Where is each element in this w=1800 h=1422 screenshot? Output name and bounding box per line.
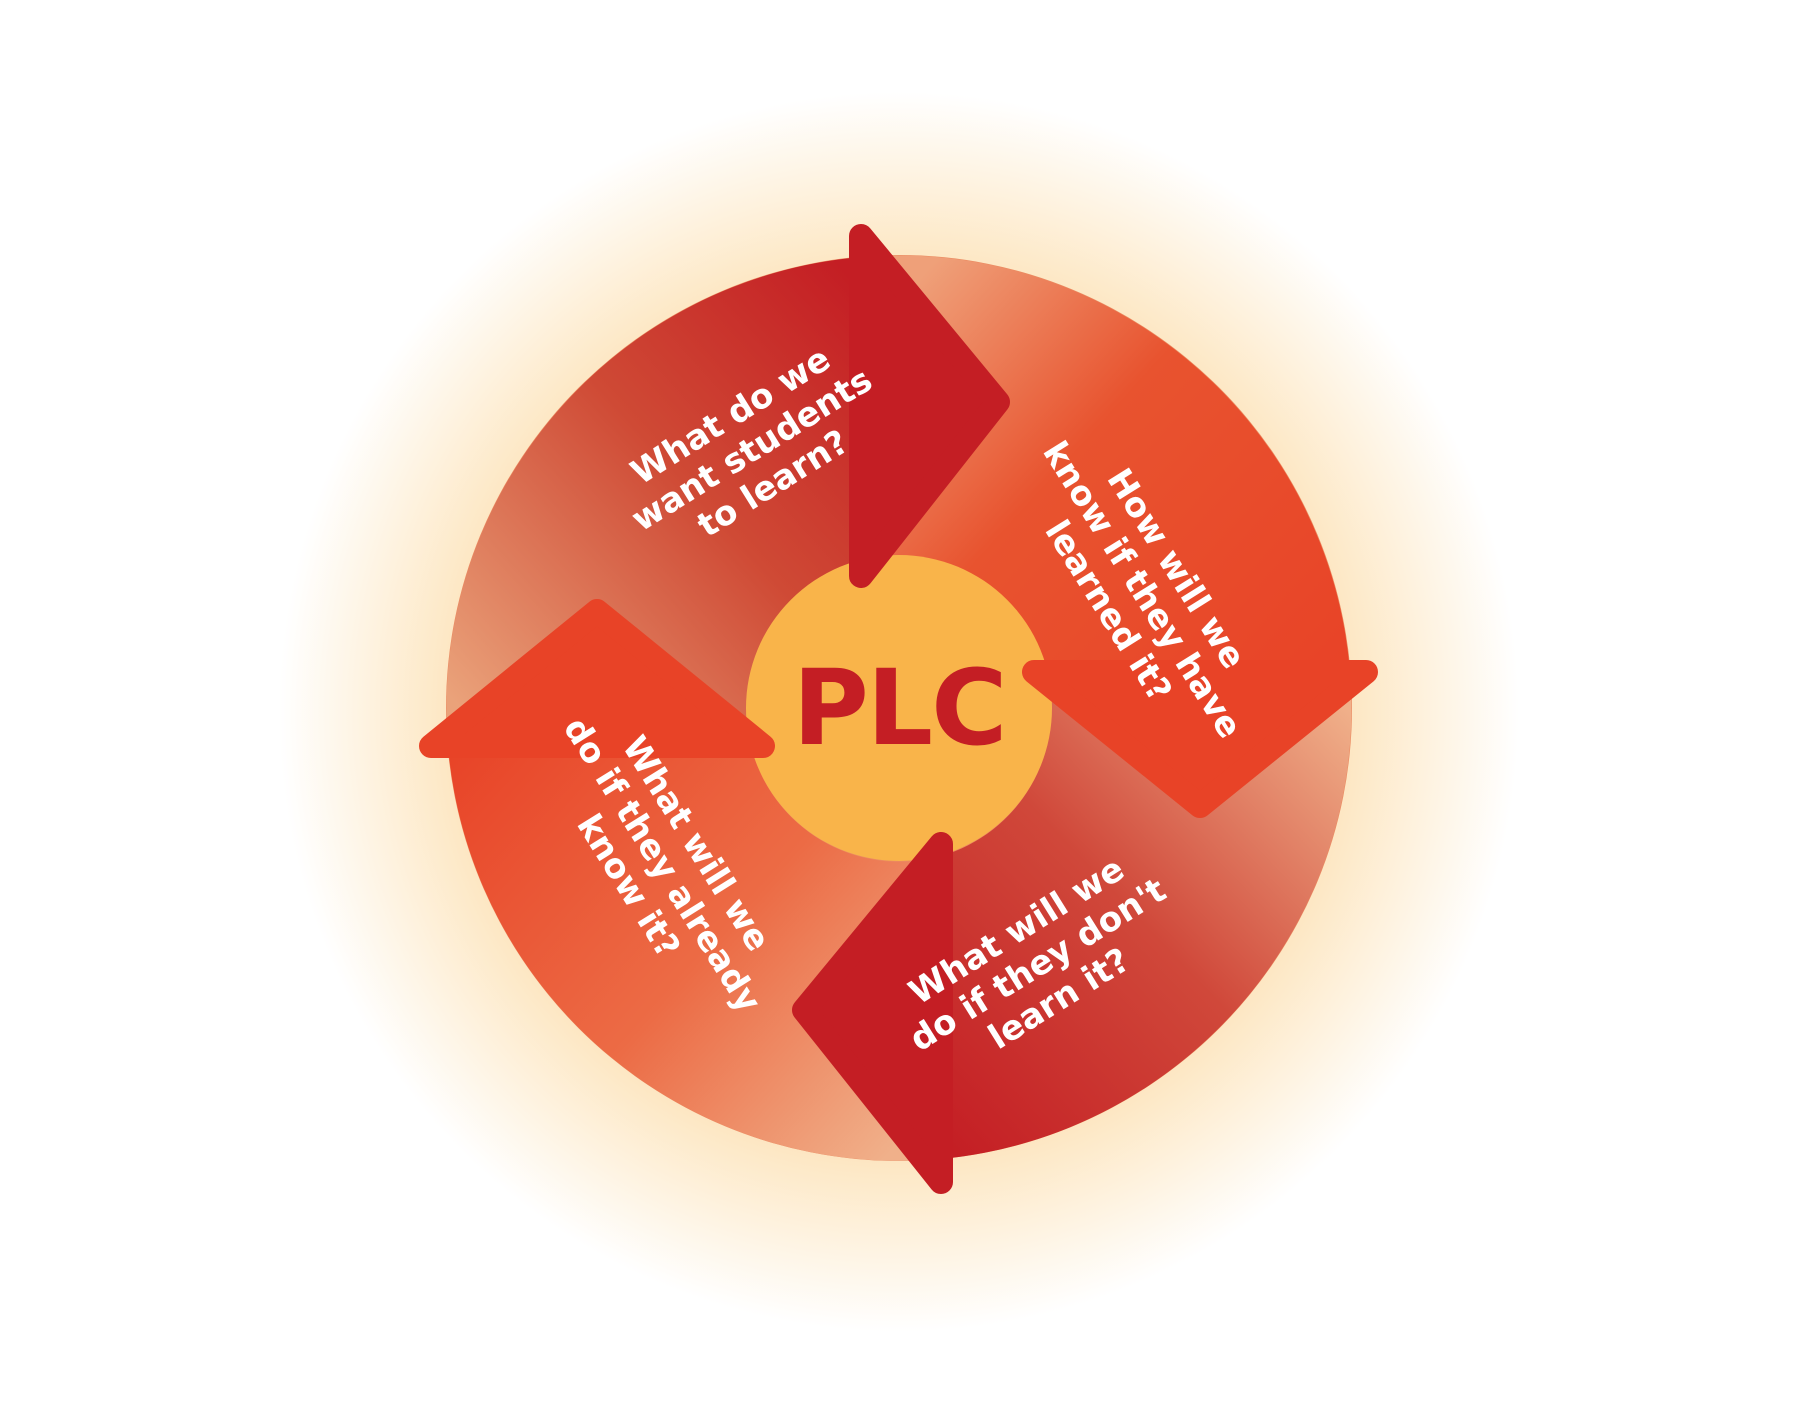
arrowhead-left (419, 599, 775, 758)
arrowhead-top (849, 224, 1010, 588)
arrow-band-right (861, 255, 1350, 672)
center-circle (746, 555, 1052, 861)
arrowhead-bottom (792, 832, 953, 1194)
arrow-band-left (448, 746, 941, 1161)
center-label: PLC (792, 647, 1008, 769)
arrowhead-right (1022, 660, 1378, 818)
arrow-band-top (446, 257, 861, 746)
arrow-band-bottom (941, 672, 1352, 1159)
